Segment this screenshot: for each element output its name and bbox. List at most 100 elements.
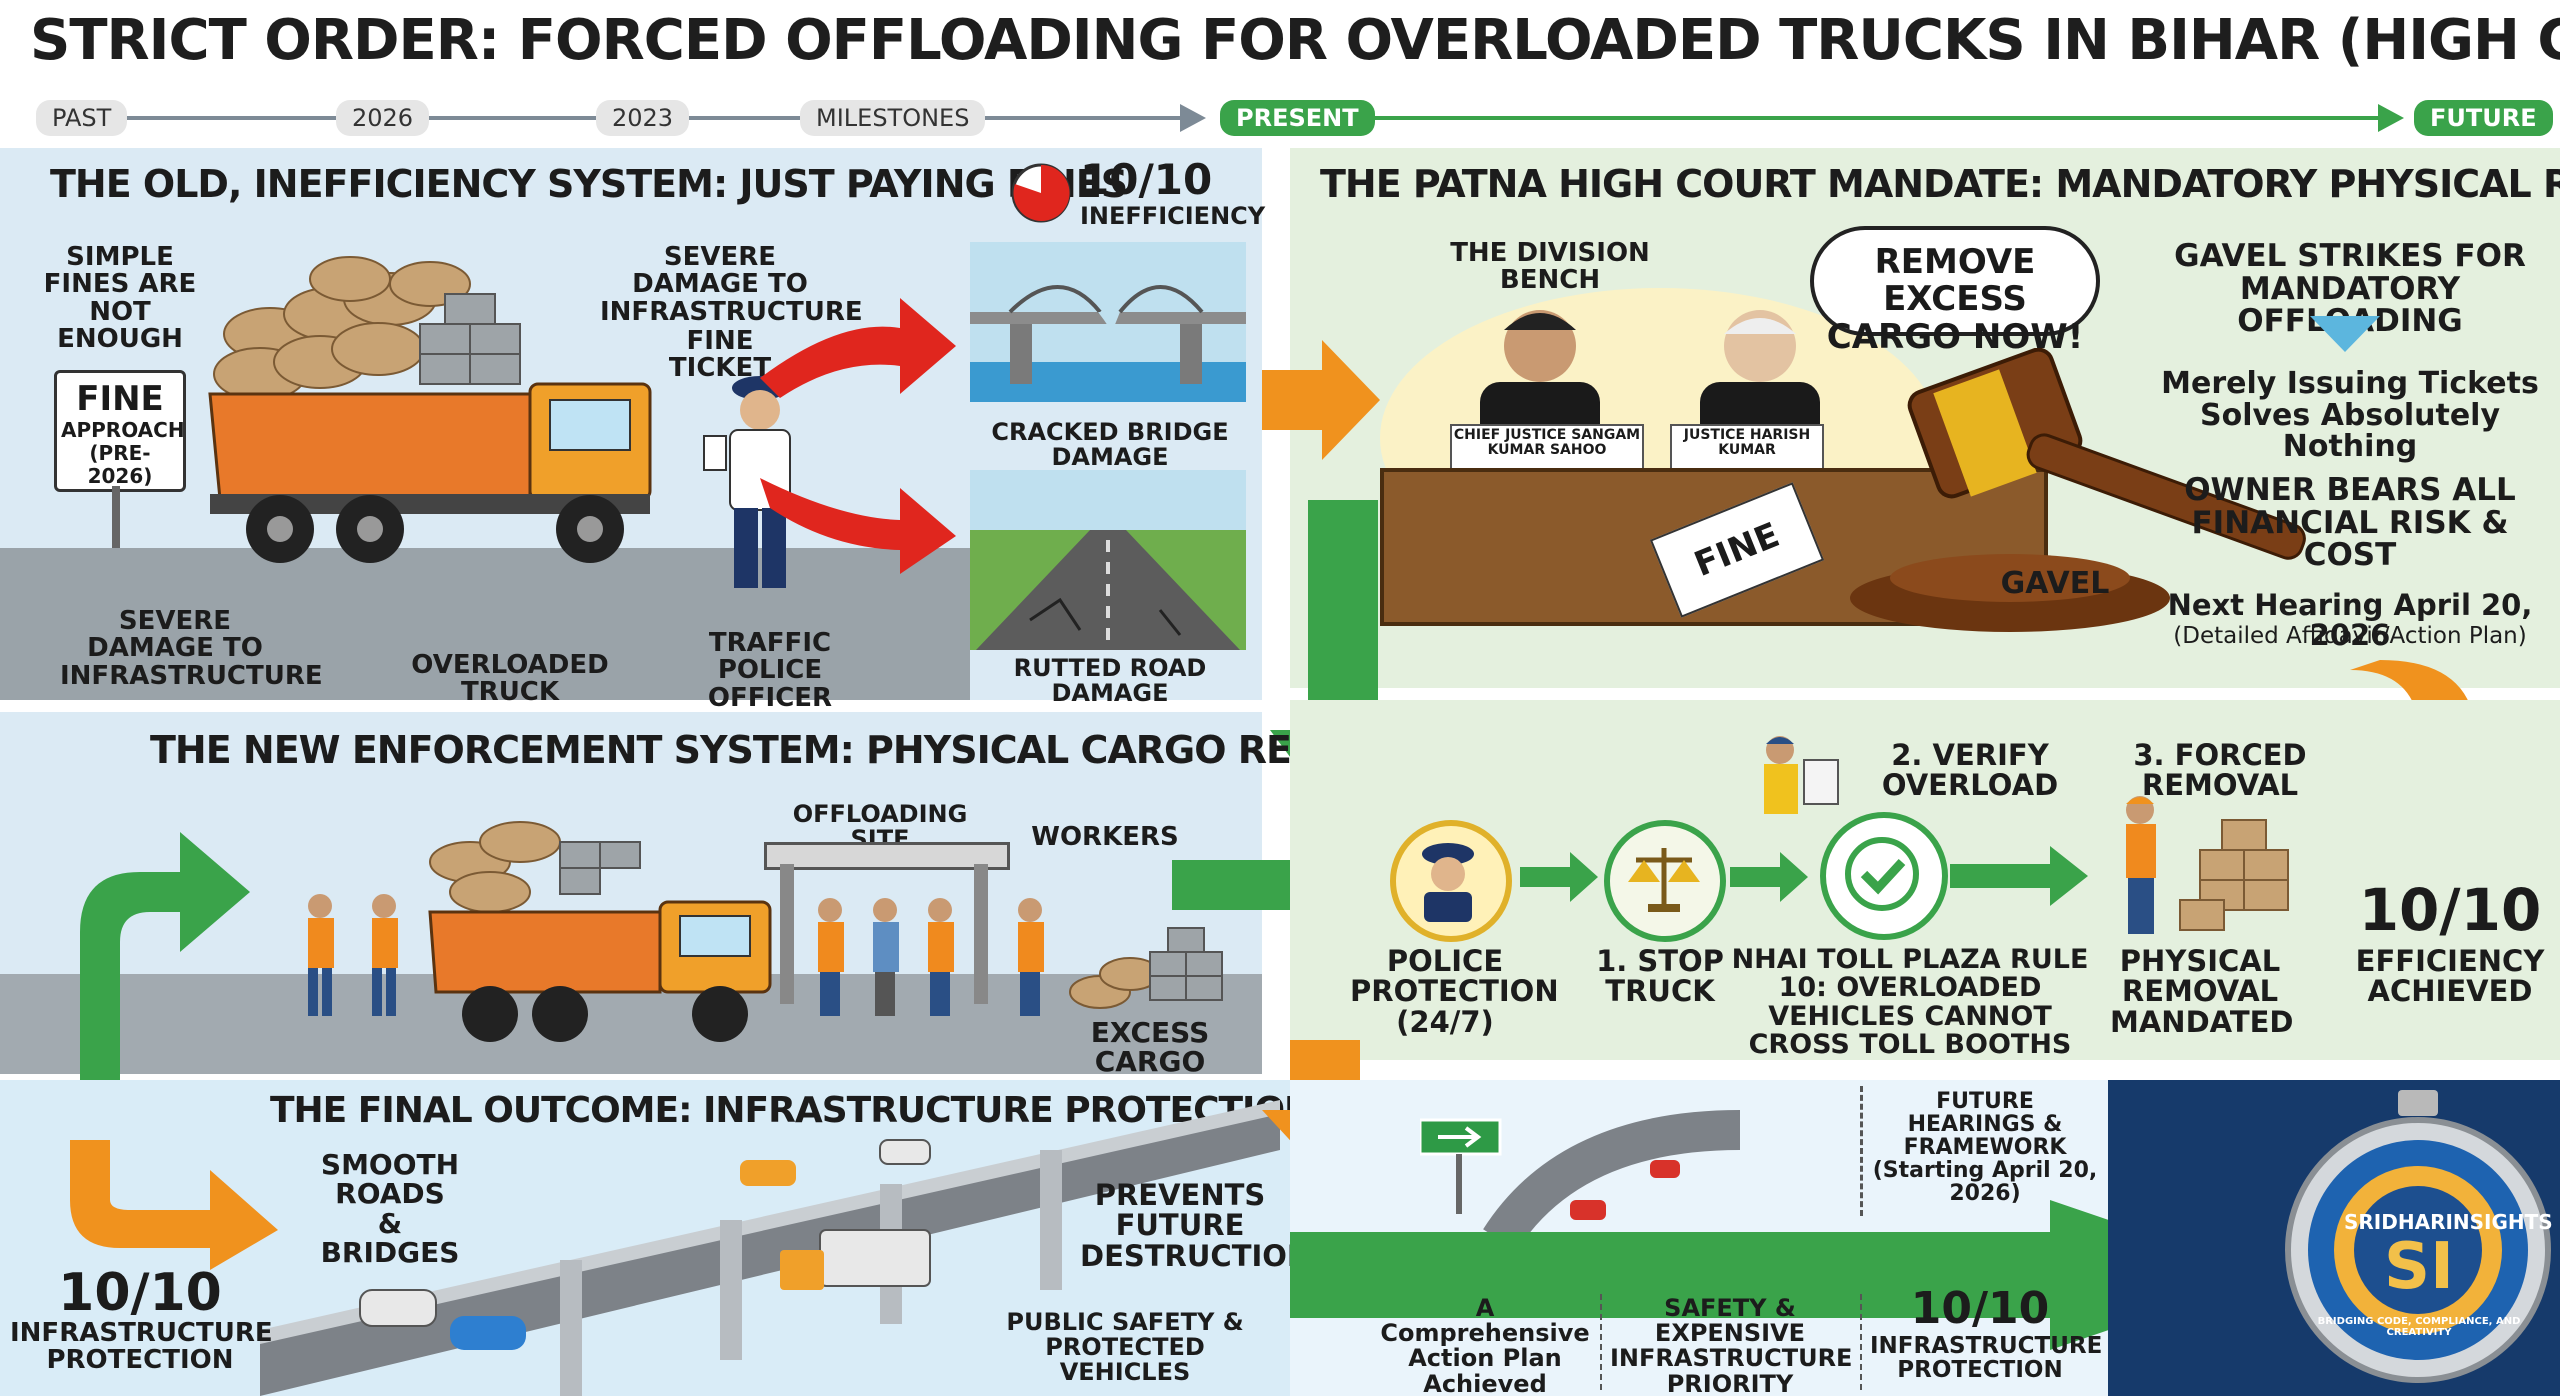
highway-icon — [260, 1100, 1280, 1396]
canopy-pillar-left — [780, 864, 794, 1004]
police-protection-label: POLICE PROTECTION (24/7) — [1350, 944, 1559, 1039]
future-road-icon — [1420, 1110, 1741, 1240]
smooth-roads-label: SMOOTH ROADS & BRIDGES — [320, 1148, 460, 1270]
logo-monogram: SI — [2384, 1230, 2454, 1304]
page-title: STRICT ORDER: FORCED OFFLOADING FOR OVER… — [30, 8, 2560, 73]
severe-damage-bottom-label: SEVERE DAMAGE TO INFRASTRUCTURE — [60, 606, 323, 691]
checkmark-icon — [1845, 837, 1919, 911]
simple-fines-label: SIMPLE FINES ARE NOT ENOUGH — [43, 242, 197, 354]
owner-bears-text: OWNER BEARS ALL FINANCIAL RISK & COST — [2184, 472, 2516, 574]
timeline-present: PRESENT — [1220, 100, 1375, 136]
down-arrow-blue-icon — [2310, 316, 2380, 352]
timeline-arrowhead-green-icon — [2378, 104, 2404, 132]
new-truck-icon — [428, 821, 772, 1042]
action-plan-label: A Comprehensive Action Plan Achieved — [1380, 1294, 1590, 1396]
forced-removal-worker-icon — [2126, 796, 2289, 934]
scales-icon — [1628, 848, 1700, 912]
rutted-road-icon — [970, 470, 1246, 650]
traffic-police-label: TRAFFIC POLICE OFFICER — [707, 628, 833, 713]
green-arrow-big-icon — [1290, 1200, 2270, 1350]
infra-score-final: 10/10 — [58, 1263, 222, 1323]
workers-left-icon — [308, 894, 398, 1016]
prevents-label: PREVENTS FUTURE DESTRUCTION — [1080, 1178, 1312, 1273]
logo-brand: SRIDHARINSIGHTS — [2344, 1210, 2553, 1234]
inspector-icon — [1764, 736, 1839, 814]
traffic-police-icon — [703, 376, 791, 588]
overloaded-truck-label: OVERLOADED TRUCK — [411, 650, 609, 708]
excess-cargo-label: EXCESS CARGO — [1090, 1016, 1210, 1079]
cracked-bridge-label: CRACKED BRIDGE DAMAGE — [991, 418, 1229, 472]
efficiency-label: EFFICIENCY ACHIEVED — [2355, 944, 2545, 1009]
timeline-milestones: MILESTONES — [800, 100, 986, 136]
step-arrow-3-icon — [1950, 846, 2088, 906]
green-arrow-curve-icon — [80, 832, 250, 1082]
red-arrow-bottom-icon — [760, 478, 956, 574]
logo-panel: SRIDHARINSIGHTS SI BRIDGING CODE, COMPLI… — [2108, 1080, 2560, 1396]
overloaded-truck-icon — [208, 256, 652, 563]
timeline-future: FUTURE — [2414, 100, 2553, 136]
sign-post — [112, 486, 120, 582]
road-ground — [0, 548, 970, 700]
step-arrow-1-icon — [1520, 852, 1598, 902]
orange-arrow-curve-icon — [70, 1140, 278, 1270]
physical-removal-label: PHYSICAL REMOVAL MANDATED — [2110, 944, 2294, 1039]
gavel-label: GAVEL — [2000, 566, 2110, 601]
speech-bubble: REMOVE EXCESS CARGO NOW! — [1810, 226, 2100, 355]
canopy-pillar-right — [974, 864, 988, 1004]
public-safety-label: PUBLIC SAFETY & PROTECTED VEHICLES — [1006, 1308, 1244, 1387]
future-hearings-label: FUTURE HEARINGS & FRAMEWORK (Starting Ap… — [1872, 1089, 2098, 1207]
gavel-icon — [1850, 348, 2306, 632]
timeline-line-present — [1220, 116, 2390, 120]
offloading-canopy — [764, 842, 1010, 870]
timeline-2023: 2023 — [596, 100, 690, 136]
inefficiency-score: 10/10 — [1080, 155, 1213, 204]
green-arrow-right-icon — [1172, 860, 1312, 910]
workers-site-icon — [818, 898, 954, 1016]
fine-sign-title: FINE — [76, 379, 164, 419]
old-system-panel: THE OLD, INEFFICIENCY SYSTEM: JUST PAYIN… — [0, 148, 1266, 711]
orange-arrow-right-icon — [1262, 340, 1380, 460]
pie-chart-icon — [1011, 163, 1071, 223]
final-outcome-header: THE FINAL OUTCOME: INFRASTRUCTURE PROTEC… — [270, 1090, 1314, 1131]
toll-rule-label: NHAI TOLL PLAZA RULE 10: OVERLOADED VEHI… — [1731, 944, 2089, 1061]
future-divider-3 — [1860, 1294, 1864, 1390]
final-outcome-panel: THE FINAL OUTCOME: INFRASTRUCTURE PROTEC… — [0, 1080, 1314, 1396]
timeline-past: PAST — [36, 100, 128, 136]
forced-removal-label: 3. FORCED REMOVAL — [2133, 738, 2307, 803]
division-bench-label: THE DIVISION BENCH — [1450, 238, 1650, 296]
safety-priority-label: SAFETY & EXPENSIVE INFRASTRUCTURE PRIORI… — [1610, 1294, 1853, 1396]
future-divider-2 — [1600, 1294, 1604, 1390]
next-hearing-text: Next Hearing April 20, 2026 — [2167, 588, 2533, 653]
logo-tagline: BRIDGING CODE, COMPLIANCE, AND CREATIVIT… — [2317, 1316, 2521, 1338]
future-panel: FUTURE HEARINGS & FRAMEWORK (Starting Ap… — [1290, 1080, 2270, 1396]
affidavit-text: (Detailed Affidavit/Action Plan) — [2173, 623, 2527, 649]
rutted-road-label: RUTTED ROAD DAMAGE — [1013, 654, 1207, 708]
infra-score-future: 10/10 — [1910, 1283, 2050, 1334]
workers-label: WORKERS — [1031, 822, 1179, 852]
efficiency-score: 10/10 — [2358, 876, 2542, 944]
mandate-panel: THE PATNA HIGH COURT MANDATE: MANDATORY … — [1290, 148, 2560, 688]
new-system-panel: THE NEW ENFORCEMENT SYSTEM: PHYSICAL CAR… — [0, 712, 1538, 1082]
excess-cargo-icon — [1018, 898, 1223, 1016]
fine-approach-sign: FINE APPROACH (PRE-2026) — [54, 370, 186, 492]
fine-sign-sub: APPROACH (PRE-2026) — [61, 418, 185, 488]
mandate-header: THE PATNA HIGH COURT MANDATE: MANDATORY … — [1320, 162, 2560, 206]
verify-overload-label: 2. VERIFY OVERLOAD — [1881, 738, 2059, 803]
cracked-bridge-icon — [970, 242, 1246, 402]
merely-issuing-text: Merely Issuing Tickets Solves Absolutely… — [2161, 366, 2539, 464]
gavel-strikes-text: GAVEL STRIKES FOR MANDATORY OFFLOADING — [2174, 238, 2526, 338]
stopwatch-logo-icon — [2285, 1090, 2551, 1383]
step-arrow-2-icon — [1730, 852, 1808, 902]
old-system-header: THE OLD, INEFFICIENCY SYSTEM: JUST PAYIN… — [50, 162, 1128, 206]
future-divider — [1860, 1086, 1867, 1216]
infra-label-future: INFRASTRUCTURE PROTECTION — [1870, 1333, 2103, 1384]
red-arrow-top-icon — [760, 298, 956, 398]
timeline-arrowhead-icon — [1180, 104, 1206, 132]
timeline-2026: 2026 — [336, 100, 430, 136]
judge2-nameplate: JUSTICE HARISH KUMAR — [1670, 424, 1824, 474]
stop-truck-label: 1. STOP TRUCK — [1596, 944, 1724, 1009]
steps-panel: POLICE PROTECTION (24/7) 1. STOP TRUCK 2… — [1290, 700, 2560, 1060]
judge1-nameplate: CHIEF JUSTICE SANGAM KUMAR SAHOO — [1450, 424, 1644, 474]
inefficiency-label: INEFFICIENCY — [1080, 202, 1266, 230]
severe-damage-top-label: SEVERE DAMAGE TO INFRASTRUCTURE — [600, 242, 863, 327]
